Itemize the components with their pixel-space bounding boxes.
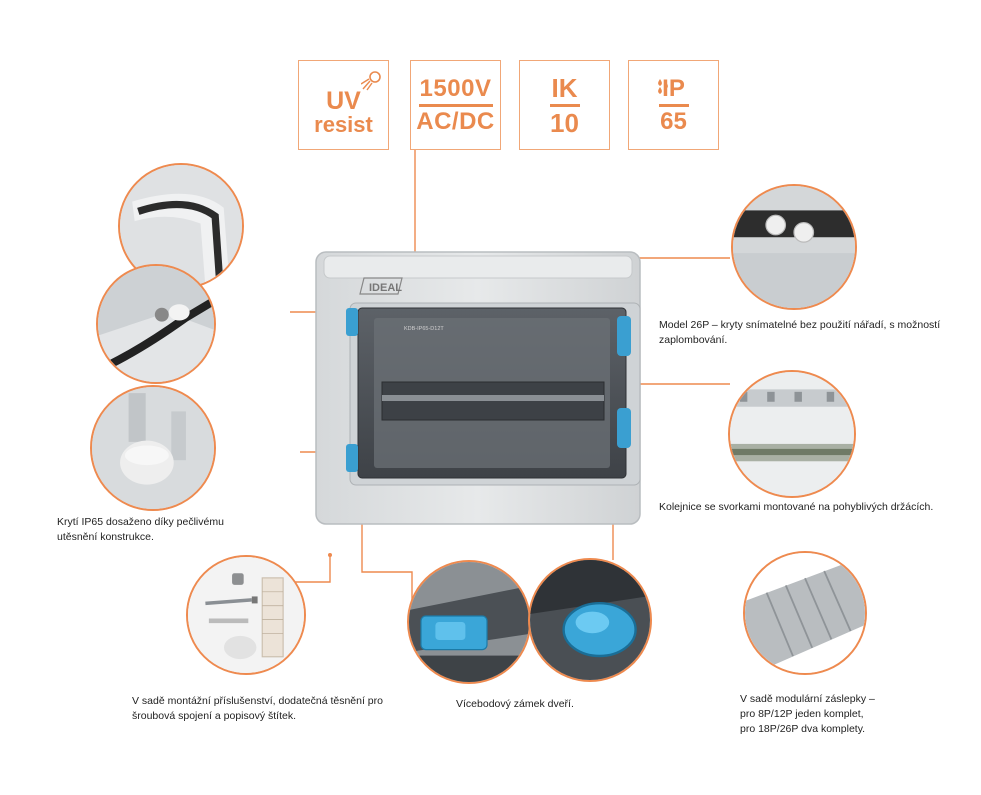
- badge-voltage-line2: AC/DC: [416, 107, 495, 135]
- badge-divider: [549, 103, 580, 107]
- caption-model26p-line2: zaplombování.: [659, 334, 728, 346]
- badge-divider: [418, 103, 493, 107]
- caption-accessories-line1: V sadě montážní příslušenství, dodatečná…: [132, 695, 383, 707]
- caption-blanks-line3: pro 18P/26P dva komplety.: [740, 723, 866, 735]
- detail-blanking-plates: [743, 551, 867, 675]
- caption-accessories: V sadě montážní příslušenství, dodatečná…: [132, 694, 383, 724]
- sun-icon: [361, 71, 381, 91]
- ideal-logo: IDEAL: [359, 277, 403, 295]
- water-drops-icon: [658, 79, 668, 94]
- badge-uv-resist: UV resist: [298, 60, 389, 150]
- badge-uv-line1: UV: [326, 86, 361, 115]
- caption-ip65-line2: utěsnění konstrukce.: [57, 531, 154, 543]
- caption-lock: Vícebodový zámek dveří.: [456, 697, 574, 712]
- caption-blanks-line2: pro 8P/12P jeden komplet,: [740, 708, 864, 720]
- badge-voltage-line1: 1500V: [419, 74, 492, 102]
- detail-seal-edge: [96, 264, 216, 384]
- detail-din-rail: [728, 370, 856, 498]
- caption-blanks-line1: V sadě modulární záslepky –: [740, 693, 875, 705]
- detail-lock-open: [407, 560, 531, 684]
- detail-cover: [731, 184, 857, 310]
- badge-ip: IP 65: [628, 60, 719, 150]
- detail-accessories: [186, 555, 306, 675]
- badge-ik-line2: 10: [550, 107, 579, 138]
- badge-divider: [658, 103, 689, 107]
- caption-ip65: Krytí IP65 dosaženo díky pečlivému utěsn…: [57, 515, 224, 545]
- product-label: KDB-IP65-D12T: [404, 326, 444, 332]
- badge-voltage: 1500V AC/DC: [410, 60, 501, 150]
- caption-model26p: Model 26P – kryty snímatelné bez použití…: [659, 318, 940, 348]
- detail-lock-closed: [528, 558, 652, 682]
- distribution-box-image: IDEAL KDB-IP65-D12T: [315, 251, 641, 525]
- caption-lock-line1: Vícebodový zámek dveří.: [456, 698, 574, 710]
- detail-plug: [90, 385, 216, 511]
- caption-rail: Kolejnice se svorkami montované na pohyb…: [659, 500, 933, 515]
- caption-rail-line1: Kolejnice se svorkami montované na pohyb…: [659, 501, 934, 513]
- caption-ip65-line1: Krytí IP65 dosaženo díky pečlivému: [57, 516, 224, 528]
- badge-ik-line1: IK: [551, 72, 578, 103]
- badge-ip-line2: 65: [660, 107, 687, 135]
- caption-blanks: V sadě modulární záslepky – pro 8P/12P j…: [740, 692, 875, 737]
- logo-text: IDEAL: [369, 282, 402, 294]
- badge-ip-line1: IP: [662, 74, 685, 102]
- caption-model26p-line1: Model 26P – kryty snímatelné bez použití…: [659, 319, 941, 331]
- badge-uv-line2: resist: [314, 111, 373, 137]
- badge-ik: IK 10: [519, 60, 610, 150]
- caption-accessories-line2: šroubová spojení a popisový štítek.: [132, 710, 297, 722]
